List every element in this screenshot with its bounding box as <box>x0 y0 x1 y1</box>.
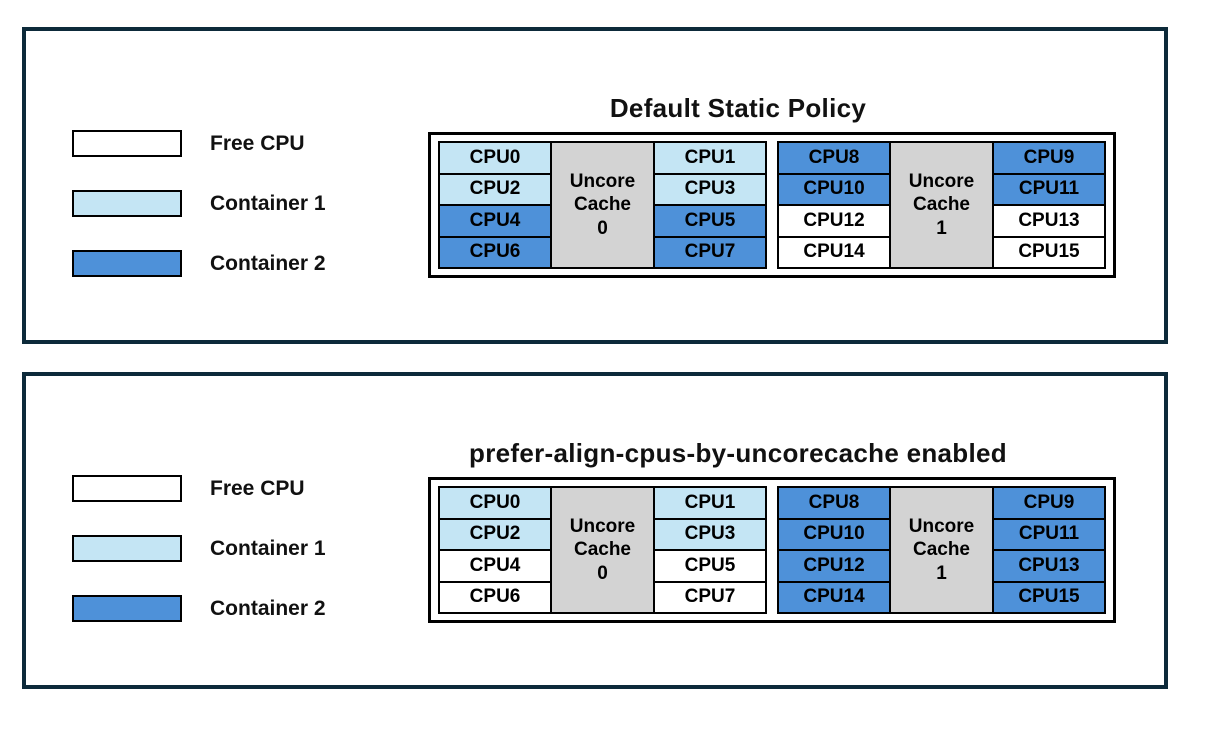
cpu-cell: CPU11 <box>991 172 1106 206</box>
cpu-cell: CPU12 <box>777 549 892 583</box>
legend-item-container-2: Container 2 <box>72 250 326 277</box>
cpu-cell: CPU14 <box>777 235 892 269</box>
cpu-column-right: CPU1 CPU3 CPU5 CPU7 <box>652 141 767 269</box>
legend: Free CPU Container 1 Container 2 <box>72 475 326 655</box>
cpu-column-left: CPU8 CPU10 CPU12 CPU14 <box>777 486 892 614</box>
uncore-cache-1-group: CPU8 CPU10 CPU12 CPU14 Uncore Cache 1 CP… <box>777 141 1106 269</box>
uncore-cache-block: Uncore Cache 1 <box>889 141 994 269</box>
legend-swatch <box>72 250 182 277</box>
legend-label: Free CPU <box>210 476 305 500</box>
cpu-cell: CPU13 <box>991 549 1106 583</box>
cpu-cell: CPU6 <box>438 235 553 269</box>
legend-item-free-cpu: Free CPU <box>72 130 326 157</box>
cpu-cell: CPU5 <box>652 549 767 583</box>
legend-swatch <box>72 130 182 157</box>
panel-default-static-policy: Default Static Policy Free CPU Container… <box>22 27 1168 344</box>
panel-title: Default Static Policy <box>609 92 867 123</box>
cpu-cell: CPU7 <box>652 580 767 614</box>
cpu-cell: CPU10 <box>777 172 892 206</box>
cpu-column-right: CPU9 CPU11 CPU13 CPU15 <box>991 141 1106 269</box>
cpu-column-right: CPU1 CPU3 CPU5 CPU7 <box>652 486 767 614</box>
legend-swatch <box>72 595 182 622</box>
panel-title: prefer-align-cpus-by-uncorecache enabled <box>469 437 1007 468</box>
cpu-column-right: CPU9 CPU11 CPU13 CPU15 <box>991 486 1106 614</box>
cpu-cell: CPU14 <box>777 580 892 614</box>
cpu-cell: CPU9 <box>991 141 1106 175</box>
cpu-cell: CPU4 <box>438 549 553 583</box>
legend-item-container-1: Container 1 <box>72 190 326 217</box>
legend-label: Container 1 <box>210 536 326 560</box>
cpu-cell: CPU13 <box>991 204 1106 238</box>
uncore-cache-block: Uncore Cache 1 <box>889 486 994 614</box>
cpu-cell: CPU1 <box>652 141 767 175</box>
cpu-cell: CPU2 <box>438 172 553 206</box>
legend-label: Free CPU <box>210 131 305 155</box>
cpu-cell: CPU1 <box>652 486 767 520</box>
cpu-cell: CPU15 <box>991 235 1106 269</box>
legend-label: Container 2 <box>210 251 326 275</box>
cpu-cell: CPU9 <box>991 486 1106 520</box>
legend-item-container-1: Container 1 <box>72 535 326 562</box>
uncore-cache-0-group: CPU0 CPU2 CPU4 CPU6 Uncore Cache 0 CPU1 … <box>438 141 767 269</box>
cpu-column-left: CPU0 CPU2 CPU4 CPU6 <box>438 486 553 614</box>
cpu-cell: CPU0 <box>438 141 553 175</box>
cpu-cell: CPU8 <box>777 141 892 175</box>
cpu-cell: CPU7 <box>652 235 767 269</box>
legend-swatch <box>72 475 182 502</box>
legend: Free CPU Container 1 Container 2 <box>72 130 326 310</box>
cpu-cell: CPU6 <box>438 580 553 614</box>
legend-swatch <box>72 190 182 217</box>
cpu-topology-diagram: CPU0 CPU2 CPU4 CPU6 Uncore Cache 0 CPU1 … <box>428 132 1116 278</box>
cpu-cell: CPU15 <box>991 580 1106 614</box>
legend-swatch <box>72 535 182 562</box>
cpu-column-left: CPU8 CPU10 CPU12 CPU14 <box>777 141 892 269</box>
cpu-cell: CPU10 <box>777 517 892 551</box>
panel-prefer-align-cpus-by-uncorecache: prefer-align-cpus-by-uncorecache enabled… <box>22 372 1168 689</box>
legend-item-container-2: Container 2 <box>72 595 326 622</box>
cpu-cell: CPU3 <box>652 517 767 551</box>
cpu-cell: CPU4 <box>438 204 553 238</box>
cpu-cell: CPU8 <box>777 486 892 520</box>
uncore-cache-1-group: CPU8 CPU10 CPU12 CPU14 Uncore Cache 1 CP… <box>777 486 1106 614</box>
cpu-column-left: CPU0 CPU2 CPU4 CPU6 <box>438 141 553 269</box>
uncore-cache-0-group: CPU0 CPU2 CPU4 CPU6 Uncore Cache 0 CPU1 … <box>438 486 767 614</box>
cpu-topology-diagram: CPU0 CPU2 CPU4 CPU6 Uncore Cache 0 CPU1 … <box>428 477 1116 623</box>
cpu-cell: CPU3 <box>652 172 767 206</box>
legend-label: Container 1 <box>210 191 326 215</box>
cpu-cell: CPU5 <box>652 204 767 238</box>
cpu-cell: CPU12 <box>777 204 892 238</box>
legend-label: Container 2 <box>210 596 326 620</box>
uncore-cache-block: Uncore Cache 0 <box>550 141 655 269</box>
cpu-cell: CPU2 <box>438 517 553 551</box>
uncore-cache-block: Uncore Cache 0 <box>550 486 655 614</box>
cpu-cell: CPU0 <box>438 486 553 520</box>
cpu-cell: CPU11 <box>991 517 1106 551</box>
legend-item-free-cpu: Free CPU <box>72 475 326 502</box>
